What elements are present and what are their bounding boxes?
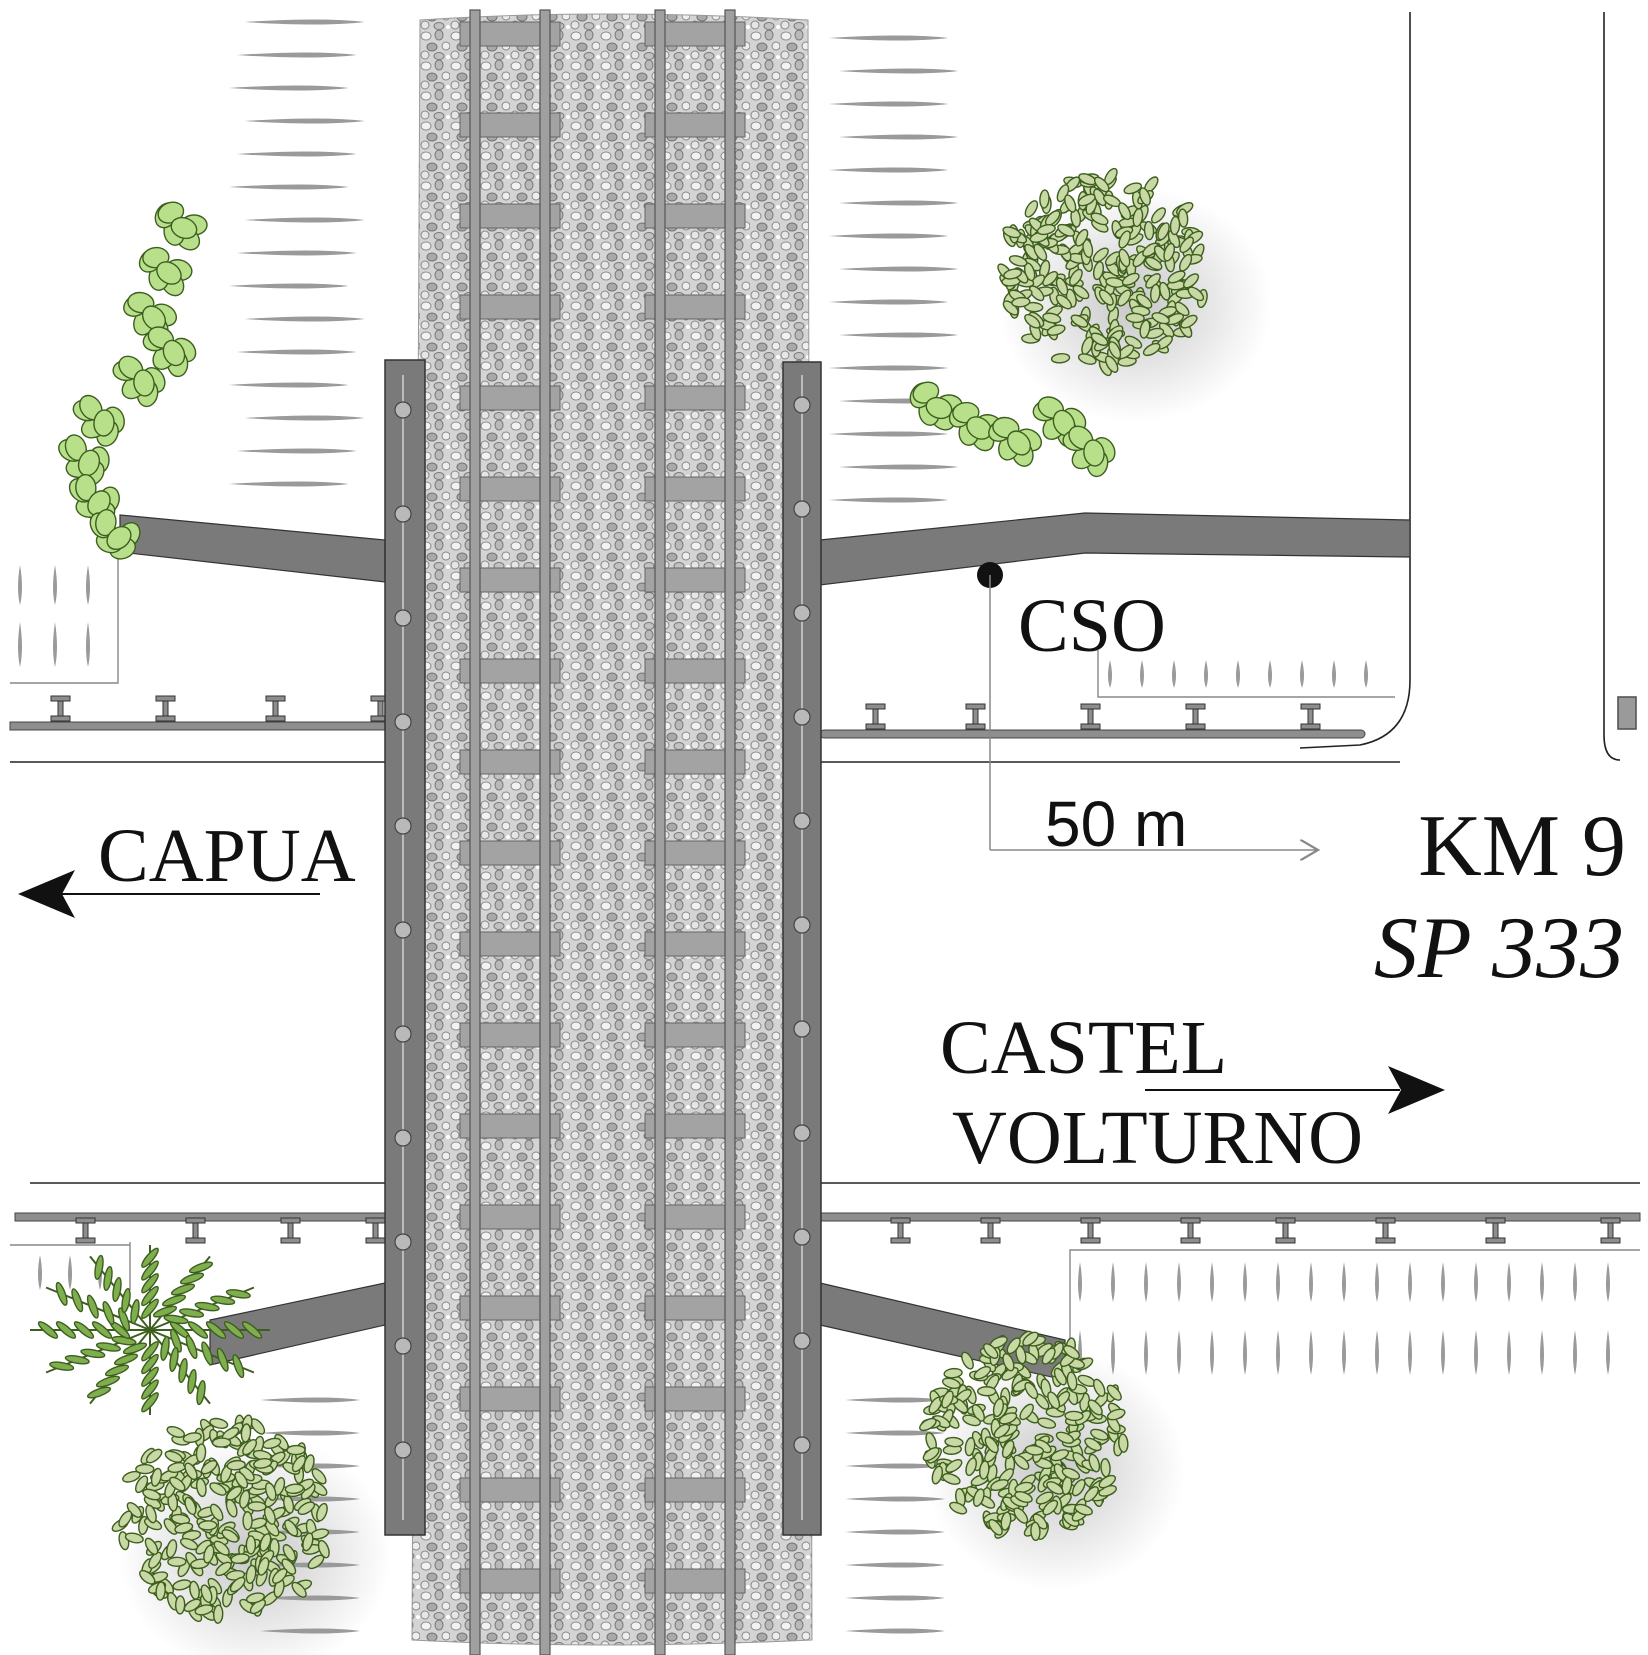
- direction-capua: CAPUA: [98, 814, 356, 898]
- wing-walls: [119, 512, 1411, 1381]
- direction-castel: CASTEL: [940, 1006, 1228, 1090]
- distance-label: 50 m: [1045, 788, 1188, 860]
- bridge-abutments: [384, 359, 822, 1536]
- road-name: SP 333: [1373, 900, 1624, 997]
- arrow-right-icon: [1145, 1066, 1445, 1114]
- direction-volturno: VOLTURNO: [952, 1096, 1363, 1180]
- vegetation: [30, 167, 1272, 1655]
- cso-marker: [977, 562, 1318, 850]
- road-sp333: [10, 12, 1640, 1184]
- guardrails: [9, 695, 1641, 1244]
- fences: [10, 530, 1640, 1355]
- arrow-left-icon: [18, 870, 320, 918]
- km-marker: KM 9: [1418, 798, 1626, 895]
- cso-label: CSO: [1018, 584, 1166, 668]
- rails: [469, 9, 736, 1655]
